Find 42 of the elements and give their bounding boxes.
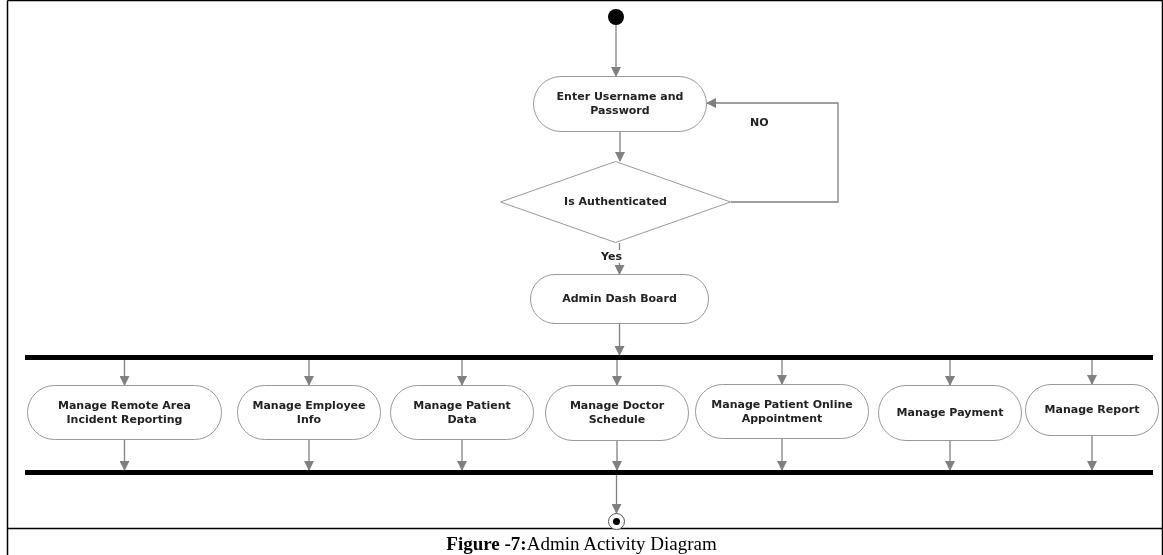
figure-caption: Figure -7:Admin Activity Diagram bbox=[445, 533, 718, 555]
activity-box bbox=[545, 385, 689, 441]
arrow bbox=[457, 359, 467, 386]
activity-label: Manage Doctor Schedule bbox=[568, 399, 666, 427]
activity-label: Enter Username and Password bbox=[555, 90, 685, 118]
arrow bbox=[611, 24, 621, 77]
activity-box bbox=[878, 385, 1022, 441]
arrow bbox=[614, 323, 625, 356]
activity-box bbox=[530, 274, 709, 324]
arrow bbox=[945, 359, 955, 386]
arrow bbox=[706, 98, 839, 203]
arrow bbox=[457, 439, 467, 471]
arrow bbox=[119, 439, 130, 471]
activity-label: Manage Patient Online Appointment bbox=[710, 397, 854, 426]
end-node bbox=[608, 513, 625, 530]
activity-label: Manage Patient Data bbox=[412, 398, 512, 427]
arrow bbox=[119, 359, 130, 386]
arrow bbox=[612, 359, 622, 386]
fork-bar bbox=[25, 355, 1153, 360]
activity-label: Manage Remote Area Incident Reporting bbox=[56, 398, 193, 427]
activity-label: Admin Dash Board bbox=[562, 292, 677, 306]
decision-diamond bbox=[500, 161, 731, 243]
arrow bbox=[304, 439, 314, 471]
arrow bbox=[777, 438, 787, 471]
arrow bbox=[615, 131, 625, 162]
start-node bbox=[608, 9, 624, 25]
activity-label: Manage Report bbox=[1044, 403, 1140, 417]
activity-box bbox=[1025, 384, 1159, 436]
arrow bbox=[1087, 435, 1097, 471]
arrow bbox=[777, 359, 787, 385]
activity-label: Manage Employee Info bbox=[251, 398, 367, 427]
join-bar bbox=[25, 470, 1153, 475]
edge-label: Yes bbox=[599, 250, 624, 263]
arrow bbox=[1087, 359, 1097, 385]
activity-label: Manage Payment bbox=[896, 406, 1004, 420]
activity-label: Is Authenticated bbox=[564, 195, 667, 209]
arrow bbox=[304, 359, 314, 386]
arrow bbox=[611, 474, 622, 514]
arrow bbox=[945, 440, 955, 471]
activity-box bbox=[533, 76, 707, 132]
arrow bbox=[612, 440, 622, 471]
edge-label: NO bbox=[748, 116, 771, 129]
